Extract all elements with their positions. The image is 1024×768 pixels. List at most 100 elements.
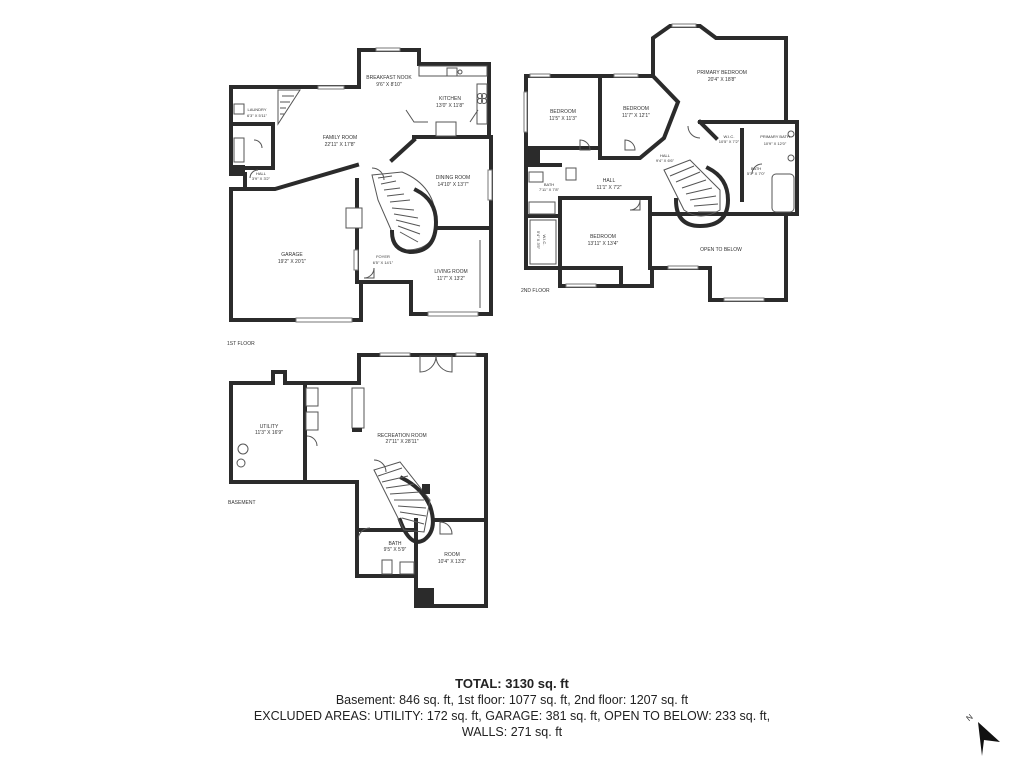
bedroom-2-wall — [598, 73, 681, 160]
dining-angle-wall — [389, 137, 417, 163]
toilet-vanity — [233, 137, 245, 163]
washer — [233, 103, 245, 115]
north-arrow-icon — [978, 722, 1000, 756]
bar-end — [352, 428, 362, 432]
room-name: W.I.C. — [724, 134, 735, 139]
floor-label: 1ST FLOOR — [227, 341, 255, 347]
room-size: 6'3" X 5'11" — [247, 113, 268, 118]
wall-area: WALLS: 271 sq. ft — [461, 725, 563, 739]
bathtub — [771, 173, 795, 213]
window — [523, 91, 528, 133]
stair-treads — [377, 175, 421, 243]
room-size: 13'0" X 11'8" — [436, 103, 464, 109]
window — [455, 352, 477, 357]
bedroom-3-wall — [558, 196, 652, 288]
room-size: 10'4" X 13'2" — [438, 559, 466, 565]
kitchen-counter-side — [476, 83, 488, 125]
staircase-curved-wall — [389, 187, 439, 255]
room-size: 11'7" X 13'2" — [437, 276, 465, 282]
patio-door-swing — [435, 355, 453, 373]
basement-plan — [229, 352, 488, 608]
basement-staircase — [373, 461, 431, 533]
second-floor-outer-wall — [524, 24, 799, 302]
basement-stair-treads — [377, 467, 427, 525]
room-name: FAMILY ROOM — [323, 135, 357, 141]
sink — [787, 154, 795, 162]
chimney — [526, 150, 540, 164]
room-name: FOYER — [376, 254, 390, 259]
laundry-wall — [229, 122, 275, 170]
shower — [528, 201, 556, 215]
kitchen-island — [435, 121, 457, 137]
north-label: N — [964, 712, 974, 723]
room-size: 14'10" X 13'7" — [437, 182, 468, 188]
room-name: W.I.C. — [542, 235, 547, 246]
front-door-swing — [363, 267, 375, 279]
door-swing — [629, 199, 641, 211]
garage-entry-door — [345, 207, 363, 229]
window — [723, 297, 765, 302]
window — [529, 73, 551, 78]
floor-label: BASEMENT — [228, 500, 256, 506]
room-size: 9'4" X 6'6" — [656, 158, 675, 163]
window — [375, 47, 401, 52]
garage-door — [295, 317, 353, 323]
room-name: BEDROOM — [590, 234, 616, 240]
toilet — [528, 171, 544, 183]
room-name: HALL — [660, 153, 671, 158]
room-name: BATH — [544, 182, 554, 187]
basement-staircase-curve — [397, 475, 435, 544]
compass: N — [964, 712, 1000, 756]
room-name: PRIMARY BEDROOM — [697, 70, 747, 76]
column — [422, 484, 430, 494]
window — [317, 85, 345, 90]
storage-cabinet — [305, 411, 319, 431]
door-swing — [306, 435, 318, 447]
first-floor-plan — [229, 47, 493, 323]
window — [565, 283, 597, 288]
door-swing — [624, 139, 636, 151]
vanity — [565, 167, 577, 181]
furnace — [236, 458, 246, 468]
room-size: 13'11" X 13'4" — [588, 241, 619, 247]
stove-burner — [477, 98, 483, 104]
room-name: RECREATION ROOM — [377, 433, 426, 439]
wic-wall — [697, 119, 788, 202]
room-name: OPEN TO BELOW — [700, 247, 742, 253]
room-size: 7'11" X 7'8" — [539, 187, 560, 192]
second-floor-labels: BEDROOM 11'5" X 11'3" BEDROOM 11'7" X 12… — [521, 70, 790, 294]
room-name: LAUNDRY — [247, 107, 266, 112]
room-name: LIVING ROOM — [434, 269, 467, 275]
basement-labels: UTILITY 11'3" X 16'9" RECREATION ROOM 27… — [228, 424, 466, 565]
room-size: 20'4" X 18'8" — [708, 77, 736, 83]
laundry-stair-treads — [280, 95, 294, 115]
room-name: HALL — [603, 178, 616, 184]
room-size: 9'5" X 5'9" — [384, 547, 407, 553]
room-name: ROOM — [444, 552, 460, 558]
window — [487, 169, 493, 201]
first-floor-labels: BREAKFAST NOOK 9'6" X 8'10" KITCHEN 13'0… — [227, 75, 470, 347]
storage-cabinet — [305, 387, 319, 407]
room-name: BEDROOM — [623, 106, 649, 112]
room-size: 3'9" X 3'2" — [252, 176, 271, 181]
door-swing — [357, 527, 371, 541]
room-name: BREAKFAST NOOK — [366, 75, 412, 81]
door-swing — [579, 139, 591, 151]
stove-burner — [481, 98, 487, 104]
bar-counter — [351, 387, 365, 429]
sink — [787, 130, 795, 138]
bath-2-wall — [524, 163, 562, 218]
room-size: 10'9" X 12'0" — [764, 141, 787, 146]
room-size: 6'5" X 14'1" — [373, 260, 394, 265]
water-heater — [237, 443, 249, 455]
patio-door-swing — [419, 355, 437, 373]
chimney — [418, 588, 434, 606]
room-size: 9'6" X 8'10" — [376, 82, 402, 88]
room-name: BEDROOM — [550, 109, 576, 115]
room-name: DINING ROOM — [436, 175, 470, 181]
room-size: 22'11" X 17'8" — [325, 142, 356, 148]
room-size: 11'3" X 16'9" — [255, 430, 283, 436]
room-name: HALL — [256, 171, 267, 176]
room-name: UTILITY — [260, 424, 279, 430]
